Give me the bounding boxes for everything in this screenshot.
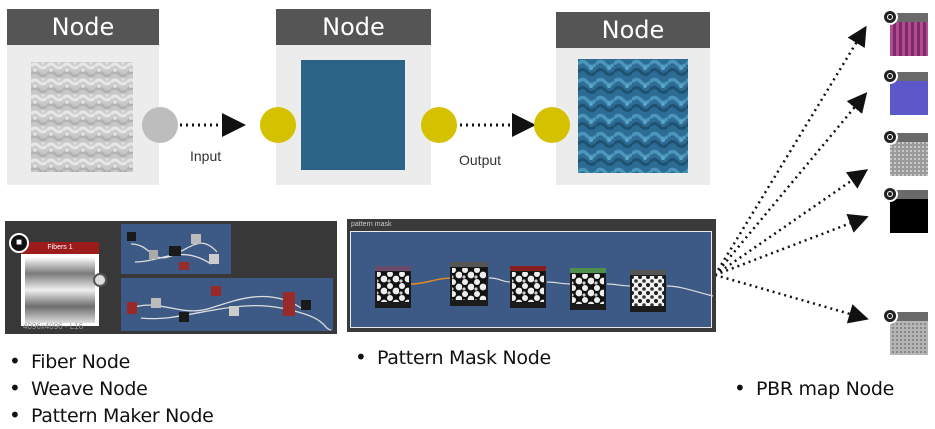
input-port-yellow-2[interactable] [534,107,570,143]
pbr-thumb-roughness[interactable] [882,129,930,181]
right-bullet-list: PBR map Node [734,375,894,402]
fiber-node-caption: 4096x4096 - L16 [23,322,84,331]
pattern-maker-subgraph [121,278,333,331]
node-title-1: Node [7,9,159,45]
bullet-weave-node: Weave Node [9,375,214,402]
pbr-node-icon [882,186,898,202]
middle-bullet-list: Pattern Mask Node [355,344,551,371]
bullet-pattern-maker-node: Pattern Maker Node [9,402,214,429]
fiber-gradient-image [25,257,95,323]
mask-node-3[interactable] [510,266,546,308]
bullet-pbr-map-node: PBR map Node [734,375,894,402]
node-card-2: Node [276,9,431,185]
bullet-fiber-node: Fiber Node [9,348,214,375]
node-card-1: Node [7,9,159,185]
pbr-thumb-metallic[interactable] [882,186,930,238]
pbr-node-icon [882,308,898,324]
substance-doc-icon: ■ [9,233,29,253]
pbr-node-icon [882,129,898,145]
output-label: Output [459,152,502,168]
node-card-3: Node [556,12,710,185]
pbr-node-icon [882,9,898,25]
node-texture-blue-weave [578,59,688,173]
pbr-thumb-normal[interactable] [882,9,930,61]
fiber-node-title: Fibers 1 [21,242,99,254]
fiber-weave-graph-panel: Fibers 1 ■ 4096x4096 - L16 [5,221,337,334]
pbr-node-icon [882,68,898,84]
mask-node-1[interactable] [375,266,411,308]
pattern-mask-header: pattern mask [351,221,392,228]
node-texture-teal [301,60,405,170]
pattern-mask-frame [350,231,713,328]
node-title-3: Node [556,12,710,48]
weave-subgraph [121,224,231,274]
mask-node-4[interactable] [570,268,606,310]
input-port-yellow-1[interactable] [260,107,296,143]
left-bullet-list: Fiber Node Weave Node Pattern Maker Node [9,348,214,429]
mask-node-5[interactable] [630,270,666,312]
pbr-thumb-height[interactable] [882,308,930,360]
pbr-thumb-basecolor[interactable] [882,68,930,120]
fiber-node-preview: Fibers 1 [21,242,99,326]
output-port-grey[interactable] [142,107,178,143]
fiber-output-port[interactable] [93,273,107,287]
output-port-yellow-1[interactable] [421,107,457,143]
pbr-fanout-arrows [713,25,869,324]
mask-node-2[interactable] [450,262,488,306]
node-title-2: Node [276,9,431,45]
input-label: Input [190,148,222,164]
bullet-pattern-mask-node: Pattern Mask Node [355,344,551,371]
pattern-mask-panel: pattern mask [347,219,716,332]
node-texture-grey [31,62,133,172]
